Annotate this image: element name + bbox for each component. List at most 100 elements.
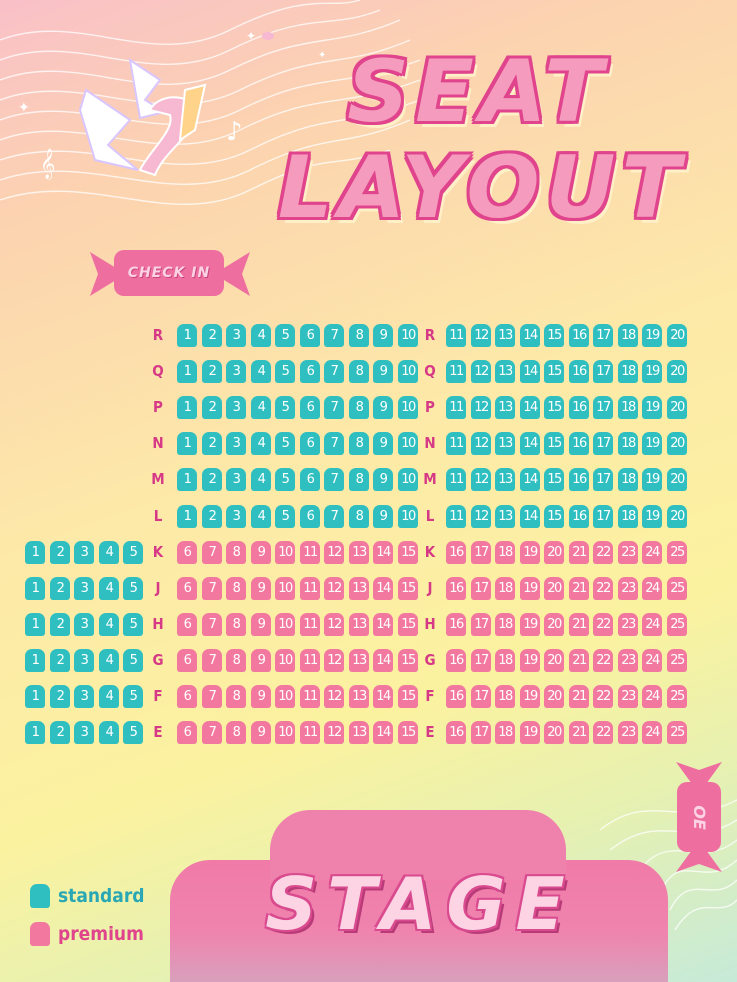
seat-standard[interactable]: 4 [99,649,119,672]
seat-premium[interactable]: 25 [667,721,687,744]
seat-standard[interactable]: 12 [471,505,491,528]
seat-standard[interactable]: 6 [300,360,320,383]
seat-premium[interactable]: 14 [373,577,393,600]
seat-standard[interactable]: 16 [569,468,589,491]
seat-standard[interactable]: 13 [495,396,515,419]
seat-premium[interactable]: 7 [202,541,222,564]
seat-standard[interactable]: 5 [275,360,295,383]
seat-standard[interactable]: 14 [520,468,540,491]
seat-standard[interactable]: 13 [495,324,515,347]
seat-premium[interactable]: 8 [226,649,246,672]
seat-standard[interactable]: 1 [25,613,45,636]
seat-premium[interactable]: 23 [618,613,638,636]
seat-standard[interactable]: 16 [569,396,589,419]
seat-standard[interactable]: 10 [398,360,418,383]
seat-premium[interactable]: 6 [177,685,197,708]
seat-standard[interactable]: 19 [642,432,662,455]
seat-premium[interactable]: 7 [202,577,222,600]
seat-standard[interactable]: 15 [544,396,564,419]
seat-standard[interactable]: 4 [99,577,119,600]
seat-standard[interactable]: 17 [593,505,613,528]
seat-standard[interactable]: 9 [373,505,393,528]
seat-standard[interactable]: 15 [544,432,564,455]
seat-standard[interactable]: 20 [667,360,687,383]
seat-premium[interactable]: 15 [398,613,418,636]
seat-premium[interactable]: 23 [618,685,638,708]
seat-premium[interactable]: 10 [275,613,295,636]
seat-premium[interactable]: 6 [177,613,197,636]
seat-standard[interactable]: 3 [226,324,246,347]
seat-premium[interactable]: 19 [520,541,540,564]
seat-standard[interactable]: 18 [618,432,638,455]
seat-standard[interactable]: 3 [226,505,246,528]
seat-standard[interactable]: 6 [300,396,320,419]
seat-standard[interactable]: 7 [324,360,344,383]
seat-premium[interactable]: 8 [226,721,246,744]
seat-premium[interactable]: 13 [349,577,369,600]
seat-premium[interactable]: 18 [495,613,515,636]
seat-premium[interactable]: 16 [446,577,466,600]
seat-premium[interactable]: 16 [446,613,466,636]
seat-standard[interactable]: 18 [618,360,638,383]
seat-standard[interactable]: 3 [226,432,246,455]
seat-standard[interactable]: 2 [202,396,222,419]
seat-premium[interactable]: 21 [569,649,589,672]
seat-standard[interactable]: 4 [251,324,271,347]
seat-standard[interactable]: 10 [398,396,418,419]
seat-standard[interactable]: 5 [123,613,143,636]
seat-standard[interactable]: 18 [618,468,638,491]
seat-standard[interactable]: 1 [177,396,197,419]
seat-standard[interactable]: 19 [642,396,662,419]
seat-premium[interactable]: 19 [520,685,540,708]
seat-premium[interactable]: 12 [324,613,344,636]
seat-standard[interactable]: 2 [202,360,222,383]
seat-premium[interactable]: 7 [202,613,222,636]
seat-premium[interactable]: 17 [471,685,491,708]
seat-standard[interactable]: 3 [74,649,94,672]
seat-premium[interactable]: 23 [618,649,638,672]
seat-premium[interactable]: 9 [251,721,271,744]
seat-standard[interactable]: 14 [520,432,540,455]
seat-premium[interactable]: 8 [226,541,246,564]
seat-standard[interactable]: 8 [349,432,369,455]
seat-standard[interactable]: 2 [50,577,70,600]
seat-premium[interactable]: 7 [202,721,222,744]
seat-premium[interactable]: 9 [251,649,271,672]
seat-standard[interactable]: 16 [569,360,589,383]
seat-standard[interactable]: 16 [569,432,589,455]
seat-premium[interactable]: 10 [275,649,295,672]
seat-standard[interactable]: 1 [177,432,197,455]
seat-premium[interactable]: 11 [300,649,320,672]
seat-standard[interactable]: 15 [544,505,564,528]
seat-standard[interactable]: 8 [349,396,369,419]
seat-standard[interactable]: 2 [50,649,70,672]
seat-premium[interactable]: 21 [569,541,589,564]
seat-premium[interactable]: 8 [226,613,246,636]
seat-premium[interactable]: 24 [642,541,662,564]
seat-premium[interactable]: 7 [202,649,222,672]
seat-standard[interactable]: 17 [593,360,613,383]
seat-premium[interactable]: 22 [593,685,613,708]
seat-premium[interactable]: 21 [569,577,589,600]
seat-premium[interactable]: 23 [618,541,638,564]
seat-premium[interactable]: 23 [618,721,638,744]
seat-standard[interactable]: 20 [667,505,687,528]
seat-standard[interactable]: 2 [50,721,70,744]
seat-premium[interactable]: 24 [642,649,662,672]
seat-premium[interactable]: 20 [544,649,564,672]
seat-premium[interactable]: 10 [275,577,295,600]
seat-standard[interactable]: 12 [471,324,491,347]
seat-premium[interactable]: 6 [177,541,197,564]
seat-premium[interactable]: 11 [300,721,320,744]
seat-premium[interactable]: 18 [495,685,515,708]
seat-standard[interactable]: 14 [520,324,540,347]
seat-premium[interactable]: 20 [544,685,564,708]
seat-standard[interactable]: 18 [618,396,638,419]
seat-standard[interactable]: 18 [618,505,638,528]
seat-standard[interactable]: 12 [471,360,491,383]
seat-premium[interactable]: 13 [349,685,369,708]
seat-standard[interactable]: 2 [202,468,222,491]
seat-standard[interactable]: 2 [50,613,70,636]
seat-standard[interactable]: 4 [251,505,271,528]
seat-premium[interactable]: 24 [642,721,662,744]
